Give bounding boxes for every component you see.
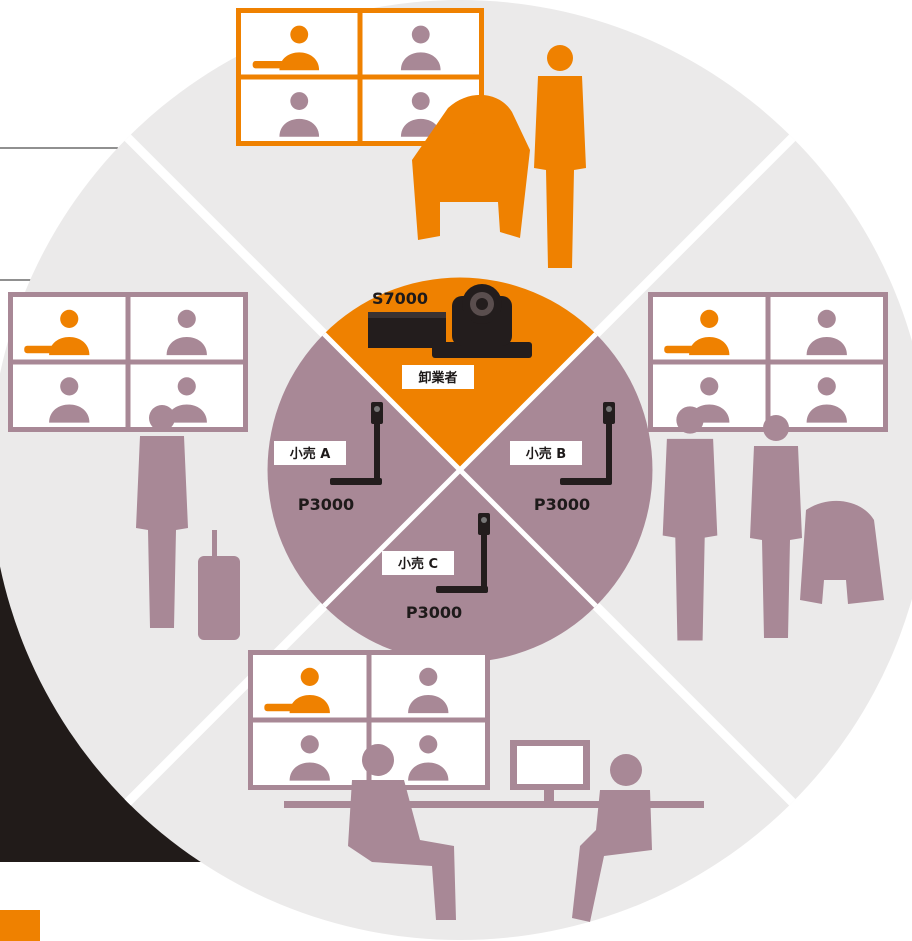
document-camera-icon [330,402,383,485]
retail-c-label-box [382,551,454,575]
video-tile [13,364,126,427]
s7000-device [368,284,532,358]
retail-a-device [330,402,383,485]
retail-a-model-label: P3000 [298,495,354,514]
s7000-model-label: S7000 [372,289,428,308]
video-tile [371,722,485,785]
retail-c-video-wall [248,650,490,790]
video-tile [13,297,126,360]
video-tile [362,13,479,75]
document-camera-icon [436,513,490,593]
hub-sector-retail-a [267,334,460,606]
orange-corner-block [0,910,40,941]
video-tile [653,364,766,427]
jacket-silhouette [800,500,884,604]
seated-person-silhouette [572,754,652,922]
hub-sector-retail-c [324,470,596,663]
monitor-icon [510,740,590,801]
retail-a-label-box [274,441,346,465]
video-tile [653,297,766,360]
retail-b-label: 小売 B [526,446,566,462]
traveler-silhouette [136,405,188,628]
video-tile [770,364,883,427]
video-tile [130,297,243,360]
video-tile [253,655,367,718]
customer-silhouette-2 [750,415,802,638]
site-scenes [8,8,888,922]
jacket-silhouette [412,94,530,240]
retail-a-video-wall [8,292,248,432]
customer-silhouette-1 [662,406,718,641]
video-tile [241,79,358,141]
wholesaler-label: 卸業者 [418,370,457,386]
hub-sector-retail-b [460,334,653,606]
retail-c-label: 小売 C [398,556,438,572]
video-tile [253,722,367,785]
video-tile [241,13,358,75]
video-tile [130,364,243,427]
document-camera-icon [560,402,615,485]
retail-b-label-box [510,441,582,465]
presenter-silhouette [534,45,586,268]
retail-b-video-wall [648,292,888,432]
retail-b-model-label: P3000 [534,495,590,514]
desk [284,801,704,808]
dark-background-panel [0,380,270,862]
retail-c-device [436,513,490,593]
retail-c-model-label: P3000 [406,603,462,622]
wholesaler-label-box [402,365,474,389]
suitcase-icon [198,530,240,640]
seated-person-silhouette [348,744,456,920]
retail-a-label: 小売 A [290,446,331,462]
video-tile [371,655,485,718]
video-tile [770,297,883,360]
retail-b-device [560,402,615,485]
ptz-camera-icon [432,284,532,358]
